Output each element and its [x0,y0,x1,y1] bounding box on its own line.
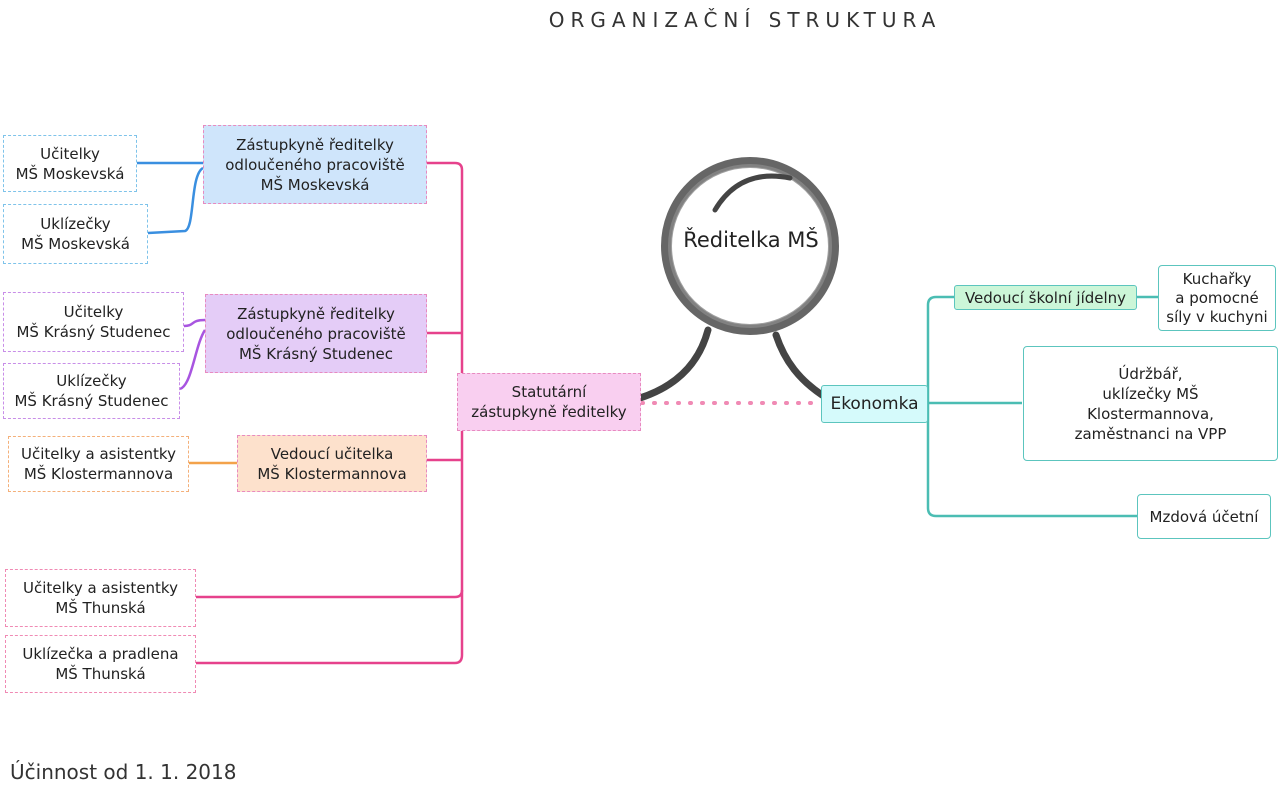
node-line: zástupkyně ředitelky [471,403,627,421]
blue-links [137,161,204,235]
node-line: MŠ Moskevská [21,235,130,253]
node-line: a pomocné [1175,288,1259,307]
node-line: Učitelky a asistentky [21,445,176,463]
node-line: MŠ Moskevská [15,164,125,183]
kloster-teachers-node: Učitelky a asistentky MŠ Klostermannova [8,436,189,492]
node-line: Zástupkyně ředitelky [237,304,395,323]
krasny-cleaners-node: Uklízečky MŠ Krásný Studenec [3,363,180,419]
node-line: Zástupkyně ředitelky [236,135,394,154]
node-line: Uklízečky [56,372,127,390]
node-line: Učitelky [40,144,100,163]
node-line: MŠ Moskevská [260,175,370,194]
pink-tree [196,161,464,665]
economist-node: Ekonomka [821,385,928,423]
krasny-teachers-node: Učitelky MŠ Krásný Studenec [3,292,184,352]
thunska-teachers-node: Učitelky a asistentky MŠ Thunská [5,569,196,627]
statutory-deputy-node: Statutární zástupkyně ředitelky [457,373,641,431]
node-line: uklízečky MŠ [1102,384,1199,403]
node-line: MŠ Thunská [55,599,146,617]
node-line: odloučeného pracoviště [225,155,405,174]
node-line: MŠ Krásný Studenec [14,392,169,410]
root-circle [661,157,839,335]
moskevska-cleaners-node: Uklízečky MŠ Moskevská [3,204,148,264]
root-label: Ředitelka MŠ [683,228,819,252]
teal-tree [926,295,1158,518]
node-line: MŠ Krásný Studenec [238,344,394,363]
node-line: Vedoucí učitelka [270,444,394,463]
page-title: ORGANIZAČNÍ STRUKTURA [548,8,942,32]
node-line: Údržbář, [1118,364,1183,383]
node-line: Učitelky a asistentky [23,579,178,597]
payroll-node: Mzdová účetní [1137,494,1271,539]
root-statutory-link [636,326,712,402]
node-line: odloučeného pracoviště [226,324,406,343]
node-line: Klostermannova, [1087,404,1214,423]
node-line: Uklízečka a pradlena [22,645,179,663]
canteen-head-node: Vedoucí školní jídelny [954,285,1137,310]
node-line: Statutární [511,383,587,401]
thunska-cleaner-node: Uklízečka a pradlena MŠ Thunská [5,635,196,693]
node-line: MŠ Klostermannova [257,464,407,483]
node-line: zaměstnanci na VPP [1074,424,1227,443]
node-line: MŠ Krásný Studenec [16,323,171,341]
node-line: Uklízečky [40,215,111,233]
node-line: Učitelky [63,303,124,321]
node-line: síly v kuchyni [1166,307,1268,326]
node-line: MŠ Thunská [55,665,146,683]
effective-date: Účinnost od 1. 1. 2018 [10,760,237,784]
root-economist-link [772,331,826,399]
node-line: MŠ Klostermannova [23,465,174,483]
node-line: Kuchařky [1182,269,1252,288]
purple-links [179,318,207,391]
